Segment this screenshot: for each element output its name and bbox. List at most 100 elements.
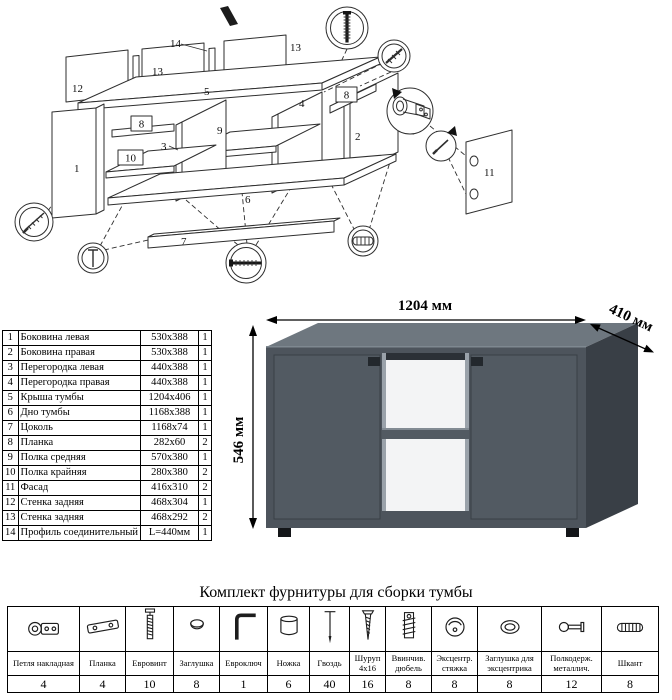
hardware-item-name: Эксцентр. стяжка <box>432 652 477 676</box>
bottom-panel <box>107 153 397 206</box>
screw-icon <box>350 607 386 652</box>
hardware-item: Эксцентр. стяжка 8 <box>432 607 478 692</box>
part-qty: 2 <box>198 510 212 526</box>
callout-bottom-confirmat <box>225 242 267 284</box>
part-size: 280х380 <box>140 465 199 481</box>
parts-table-row: 4 Перегородка правая 440х388 1 <box>2 375 212 391</box>
plinth <box>147 217 341 249</box>
part-label-6: 6 <box>245 194 251 206</box>
hardware-item-qty: 8 <box>506 676 513 691</box>
part-name: Перегородка левая <box>17 360 141 376</box>
leg-icon <box>271 607 307 652</box>
part-qty: 1 <box>198 330 212 346</box>
part-size: 416х310 <box>140 480 199 496</box>
cabinet-top-face <box>266 323 638 347</box>
callout-left-screw <box>14 202 54 242</box>
hardware-item-name: Заглушка <box>174 652 219 676</box>
callout-top-screw <box>325 6 369 50</box>
part-size: 1168х388 <box>140 405 199 421</box>
facade-panel <box>465 129 513 215</box>
cabinet-leg-right <box>566 528 579 537</box>
parts-table: 1 Боковина левая 530х388 1 2 Боковина пр… <box>2 330 212 541</box>
hardware-item: Гвоздь 40 <box>310 607 350 692</box>
parts-table-row: 6 Дно тумбы 1168х388 1 <box>2 405 212 421</box>
parts-table-row: 13 Стенка задняя 468х292 2 <box>2 510 212 526</box>
hinge-detail <box>386 87 457 162</box>
part-size: 468х292 <box>140 510 199 526</box>
left-side-panel <box>51 103 105 219</box>
hardware-item-qty: 4 <box>40 676 47 691</box>
parts-table-row: 14 Профиль соединительный L=440мм 1 <box>2 525 212 541</box>
right-door-handle <box>471 357 483 366</box>
parts-table-row: 8 Планка 282х60 2 <box>2 435 212 451</box>
part-number: 3 <box>2 360 19 376</box>
part-number: 2 <box>2 345 19 361</box>
part-name: Профиль соединительный <box>17 525 141 541</box>
part-size: 570х380 <box>140 450 199 466</box>
hardware-item-name: Евровинт <box>126 652 173 676</box>
callout-bottom-dowel <box>347 225 379 257</box>
exploded-assembly-diagram: 14 13 12 13 5 3 9 1 2 4 6 7 11 8 10 8 <box>14 6 513 284</box>
part-label-13: 13 <box>152 66 164 78</box>
cam-cap-icon <box>492 607 528 652</box>
hardware-item: Евровинт 10 <box>126 607 174 692</box>
part-qty: 1 <box>198 405 212 421</box>
hardware-item-name: Ножка <box>268 652 309 676</box>
part-name: Боковина правая <box>17 345 141 361</box>
parts-table-row: 3 Перегородка левая 440х388 1 <box>2 360 212 376</box>
part-name: Крыша тумбы <box>17 390 141 406</box>
assembled-cabinet-render: 1204 мм 410 мм 546 мм <box>231 298 655 537</box>
parts-table-row: 10 Полка крайняя 280х380 2 <box>2 465 212 481</box>
hardware-item: Заглушка для эксцентрика 8 <box>478 607 542 692</box>
hardware-item-name: Гвоздь <box>310 652 349 676</box>
euroscrew-icon <box>132 607 168 652</box>
part-name: Стенка задняя <box>17 495 141 511</box>
part-number: 7 <box>2 420 19 436</box>
hardware-item: Ввинчив. дюбель 8 <box>386 607 432 692</box>
connector-profile-detail <box>220 6 238 26</box>
part-size: 440х388 <box>140 375 199 391</box>
part-size: 1168х74 <box>140 420 199 436</box>
part-label-11: 11 <box>484 167 495 179</box>
part-number: 9 <box>2 450 19 466</box>
parts-table-row: 12 Стенка задняя 468х304 1 <box>2 495 212 511</box>
parts-table-row: 7 Цоколь 1168х74 1 <box>2 420 212 436</box>
hardware-item-qty: 8 <box>405 676 412 691</box>
part-size: 282х60 <box>140 435 199 451</box>
part-qty: 2 <box>198 465 212 481</box>
part-label-10: 10 <box>125 153 137 165</box>
hardware-item-qty: 6 <box>285 676 292 691</box>
hardware-item: Планка 4 <box>80 607 126 692</box>
hardware-item-name: Планка <box>80 652 125 676</box>
part-number: 1 <box>2 330 19 346</box>
cap-icon <box>179 607 215 652</box>
hardware-item-name: Заглушка для эксцентрика <box>478 652 541 676</box>
part-qty: 1 <box>198 390 212 406</box>
hardware-item-name: Ввинчив. дюбель <box>386 652 431 676</box>
part-qty: 1 <box>198 375 212 391</box>
parts-table-row: 11 Фасад 416х310 2 <box>2 480 212 496</box>
hardware-item: Ножка 6 <box>268 607 310 692</box>
part-qty: 2 <box>198 480 212 496</box>
hardware-item-name: Евроключ <box>220 652 267 676</box>
part-number: 11 <box>2 480 19 496</box>
hardware-item-name: Петля накладная <box>8 652 79 676</box>
part-qty: 1 <box>198 525 212 541</box>
hardware-item-qty: 8 <box>627 676 633 691</box>
hardware-item-name: Шкант <box>602 652 658 676</box>
hardware-item: Шкант 8 <box>602 607 658 692</box>
hinge-icon <box>26 607 62 652</box>
part-qty: 1 <box>198 420 212 436</box>
part-label-4: 4 <box>299 98 305 110</box>
top-panel <box>77 56 381 111</box>
callout-top-dowel <box>377 39 411 73</box>
part-size: 1204х406 <box>140 390 199 406</box>
hardware-table: Петля накладная 4 Планка 4 Евровинт 10 З… <box>7 606 659 693</box>
part-name: Боковина левая <box>17 330 141 346</box>
part-name: Планка <box>17 435 141 451</box>
part-number: 13 <box>2 510 19 526</box>
hardware-item-qty: 40 <box>323 676 336 691</box>
part-number: 5 <box>2 390 19 406</box>
hardware-item-qty: 16 <box>361 676 374 691</box>
